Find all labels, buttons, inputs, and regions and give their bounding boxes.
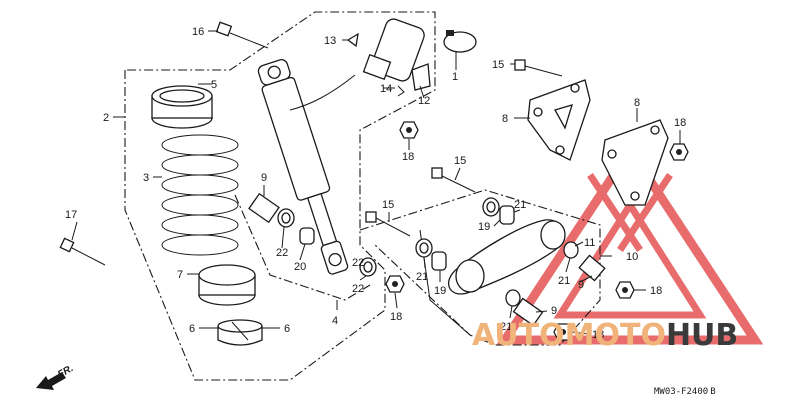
- callout-21-left: 21: [416, 271, 428, 283]
- watermark-text: AUTOMOTOHUB: [472, 318, 738, 353]
- diagram-code-main: MW03-F2400: [654, 387, 708, 397]
- leader-lines: [71, 30, 681, 335]
- callout-4: 4: [332, 315, 338, 327]
- callout-9-left: 9: [261, 172, 267, 184]
- callout-18-bottom: 18: [592, 329, 604, 341]
- callout-6-left: 6: [189, 323, 195, 335]
- reservoir-12: [289, 18, 431, 111]
- callout-18-mid-right: 18: [650, 285, 662, 297]
- callout-20: 20: [294, 261, 306, 273]
- shock-absorber-4: [257, 59, 349, 275]
- callout-15-mid: 15: [454, 155, 466, 167]
- callout-8-lower: 8: [634, 97, 640, 109]
- callout-6-right: 6: [284, 323, 290, 335]
- callout-12: 12: [418, 95, 430, 107]
- cushion-arm-10: [448, 219, 566, 295]
- callout-2: 2: [103, 112, 109, 124]
- callout-11: 11: [584, 237, 595, 249]
- callout-21-mid: 21: [558, 275, 570, 287]
- callout-18-right: 18: [674, 117, 686, 129]
- callout-19-top: 19: [478, 221, 490, 233]
- spring-seat-5: [151, 85, 213, 129]
- bushings-right: [415, 197, 606, 327]
- callout-19-bottom: 19: [434, 285, 446, 297]
- callout-18-upper-left: 18: [402, 151, 414, 163]
- lower-seat-7: [198, 264, 256, 306]
- callout-22-left: 22: [276, 247, 288, 259]
- diagram-code-suffix: B: [710, 387, 715, 397]
- bolt-17: [59, 237, 106, 266]
- callout-13: 13: [324, 35, 336, 47]
- front-direction-arrow-icon: [36, 372, 66, 390]
- callout-labels: 16 5 2 3 17 7 6 6 13 14 12 1 15 18 9 22 …: [65, 26, 686, 341]
- callout-15-top: 15: [492, 59, 504, 71]
- callout-14: 14: [380, 83, 392, 95]
- callout-3: 3: [143, 172, 149, 184]
- hose-clamp-1: [443, 30, 477, 53]
- callout-17: 17: [65, 209, 77, 221]
- bushings-left: [248, 192, 377, 277]
- bolts-15: [365, 59, 563, 237]
- callout-22-bottom: 22: [352, 283, 364, 295]
- coil-spring-3: [161, 134, 239, 256]
- callout-21-top: 21: [514, 199, 526, 211]
- callout-1: 1: [452, 71, 458, 83]
- callout-7: 7: [177, 269, 183, 281]
- callout-18-lower-left: 18: [390, 311, 402, 323]
- watermark-part2: HUB: [666, 318, 738, 353]
- plate-8-upper: [527, 79, 591, 161]
- callout-9-bottom: 9: [551, 305, 557, 317]
- callout-16: 16: [192, 26, 204, 38]
- callout-15-left: 15: [382, 199, 394, 211]
- nuts-18: [385, 121, 689, 341]
- direction-label: FR.: [56, 363, 75, 381]
- bolt-16: [215, 21, 269, 49]
- callout-21-bottom: 21: [500, 321, 512, 333]
- callout-8-upper: 8: [502, 113, 508, 125]
- callout-5: 5: [211, 79, 217, 91]
- callout-22-right: 22: [352, 257, 364, 269]
- callout-10: 10: [626, 251, 638, 263]
- plate-8-lower: [601, 119, 669, 206]
- callout-9-right: 9: [578, 279, 584, 291]
- collar-6: [217, 319, 263, 346]
- watermark-part1: AUTOMOTO: [472, 318, 666, 353]
